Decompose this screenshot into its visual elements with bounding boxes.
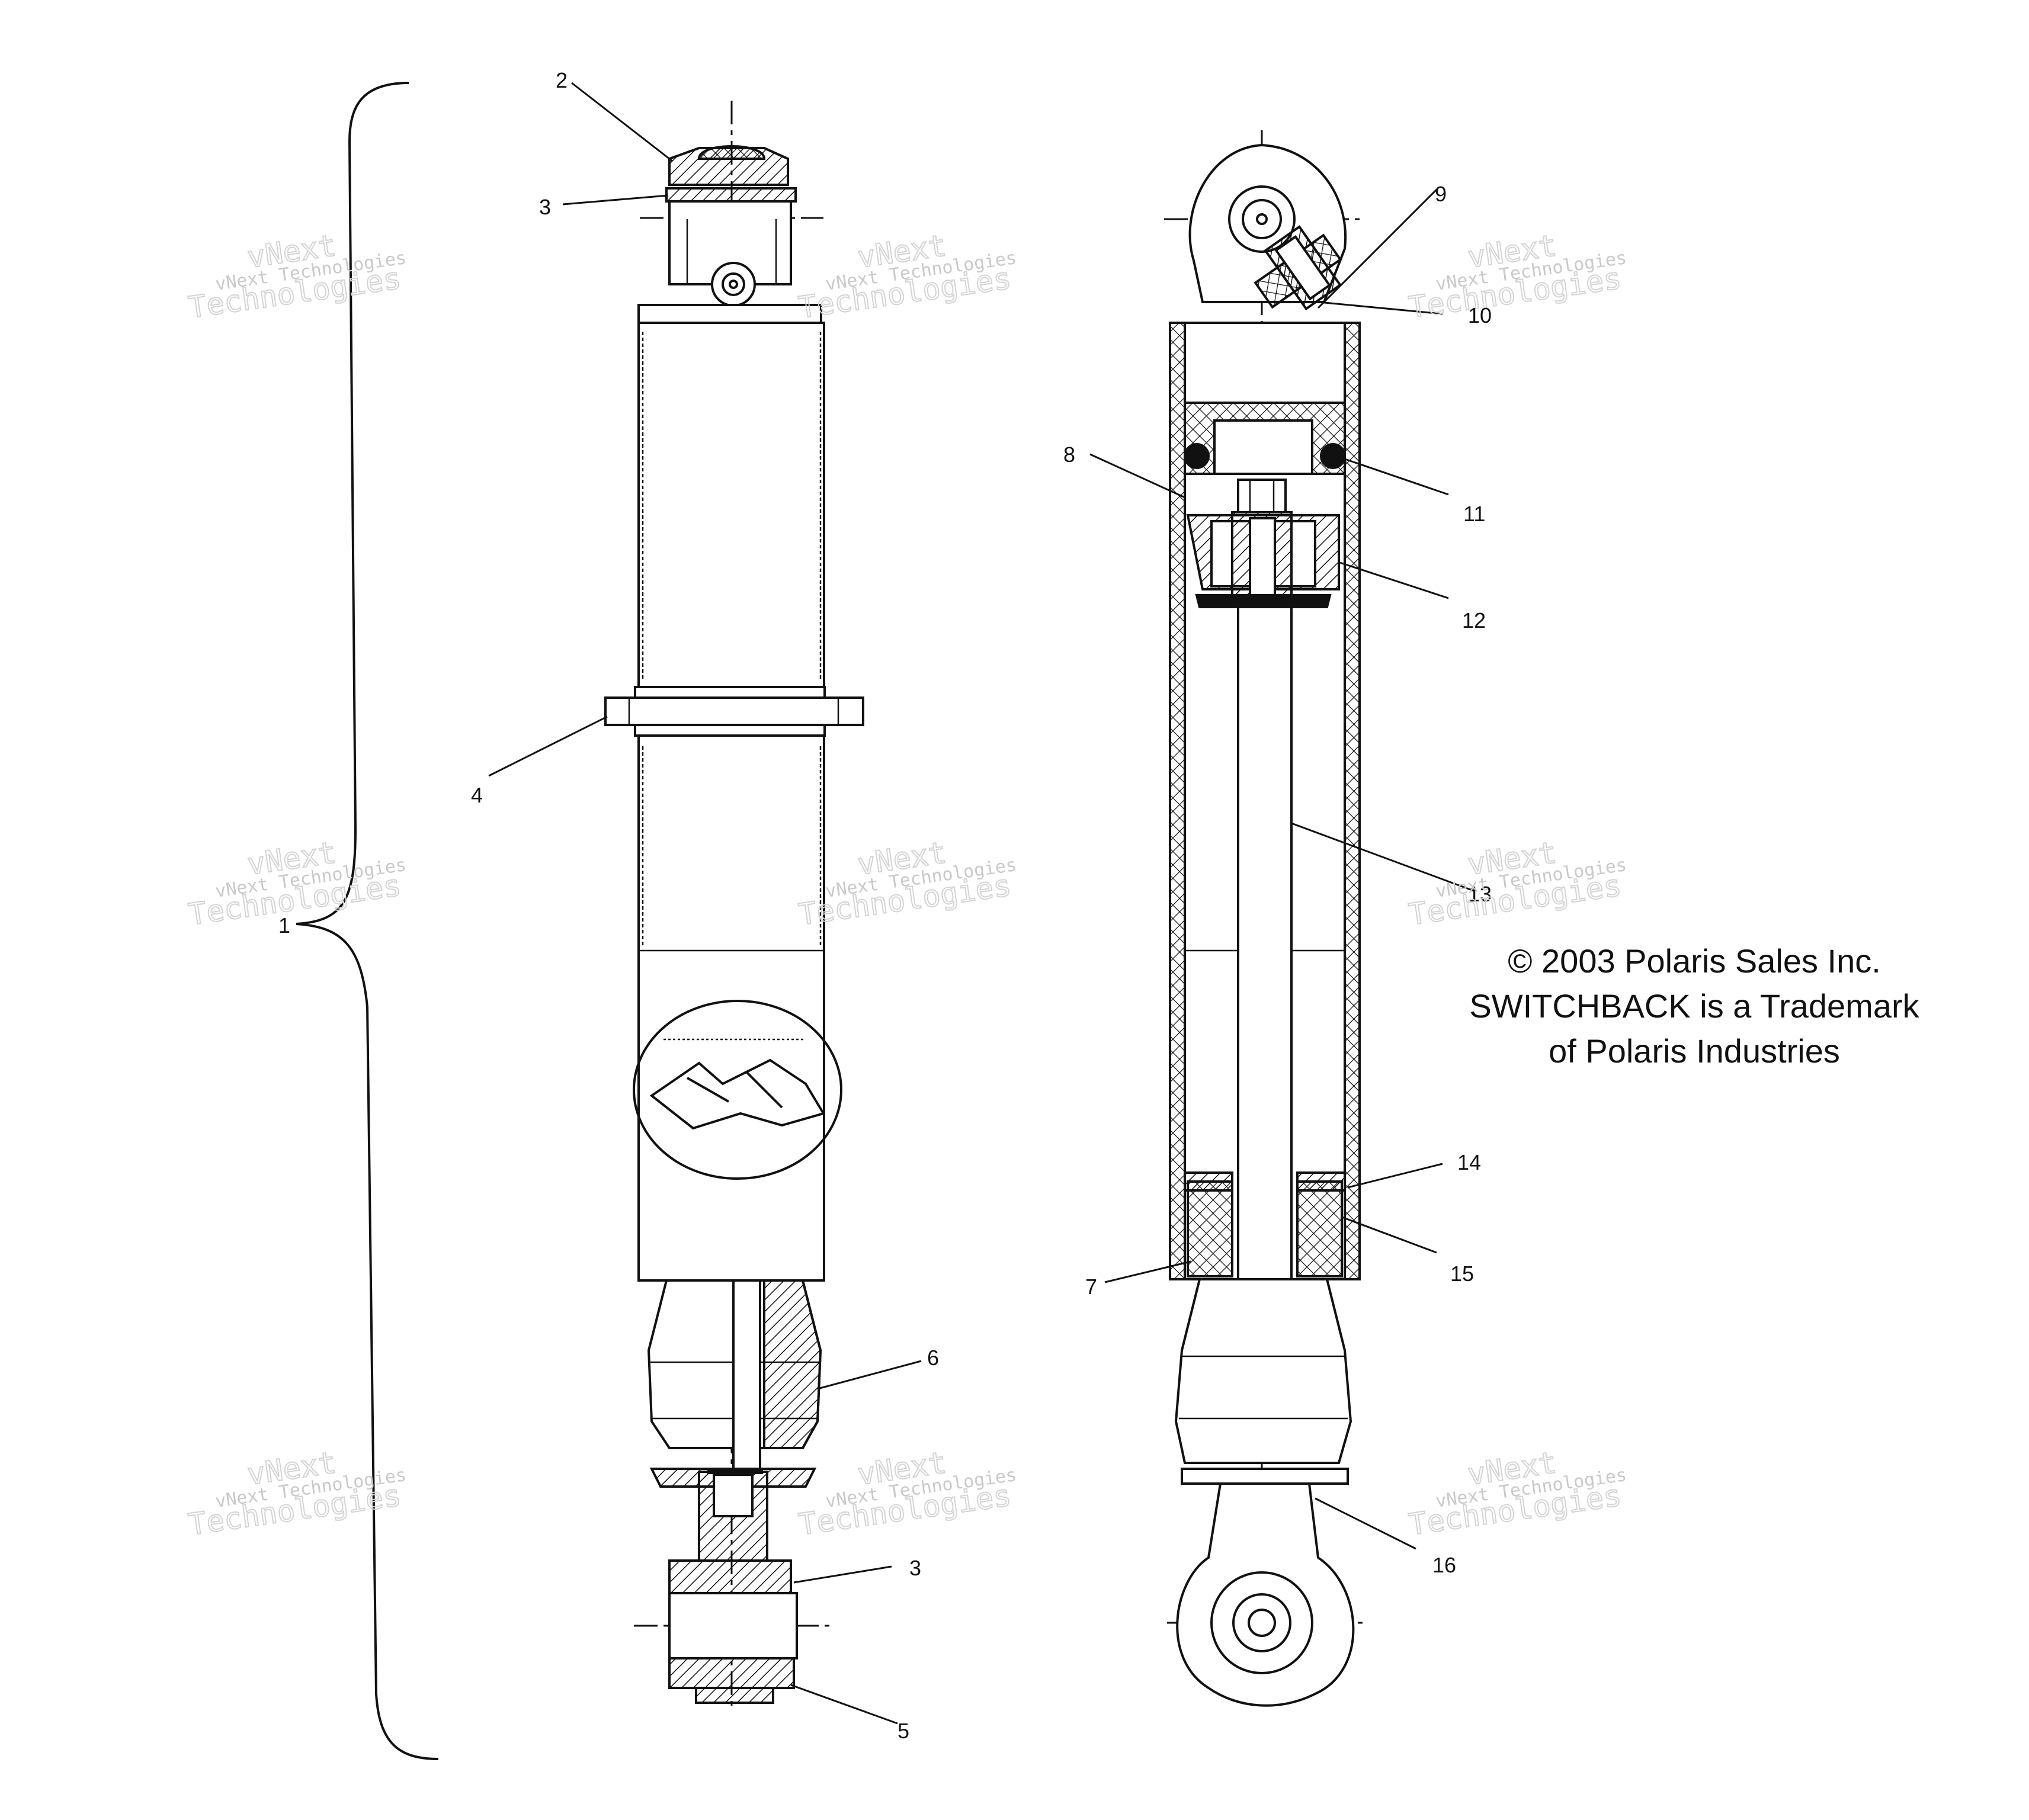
copyright-notice: © 2003 Polaris Sales Inc. SWITCHBACK is … (1374, 939, 2014, 1074)
trademark-line: SWITCHBACK is a Trademark (1469, 987, 1919, 1025)
callout-6: 6 (927, 1346, 939, 1370)
callout-10: 10 (1468, 303, 1492, 328)
callout-3-top: 3 (539, 195, 551, 219)
callout-15: 15 (1450, 1262, 1474, 1286)
callout-5: 5 (897, 1719, 909, 1743)
copyright-line: © 2003 Polaris Sales Inc. (1508, 942, 1881, 980)
callout-13: 13 (1468, 882, 1492, 906)
callout-11: 11 (1463, 502, 1485, 526)
callout-4: 4 (471, 783, 483, 807)
callout-14: 14 (1457, 1150, 1481, 1174)
callout-7: 7 (1085, 1275, 1097, 1299)
callout-1: 1 (278, 913, 290, 938)
shock-cutaway-view (1164, 130, 1368, 1707)
callout-2: 2 (556, 68, 568, 92)
shock-external-view (604, 101, 864, 1706)
callout-12: 12 (1462, 608, 1486, 633)
fox-logo-emblem (633, 1000, 842, 1180)
callout-9: 9 (1435, 182, 1447, 206)
watermarks: vNext Technologies vNext Technologies vN… (186, 227, 1628, 1542)
callout-labels: 1 2 3 4 6 3 5 9 10 8 11 12 13 14 7 15 16 (278, 68, 1492, 1743)
leader-lines (488, 82, 1476, 1725)
assembly-brace (296, 82, 439, 1760)
trademark-owner-line: of Polaris Industries (1549, 1032, 1840, 1070)
callout-3-bottom: 3 (909, 1556, 921, 1580)
callout-16: 16 (1432, 1553, 1456, 1577)
callout-8: 8 (1063, 442, 1075, 467)
